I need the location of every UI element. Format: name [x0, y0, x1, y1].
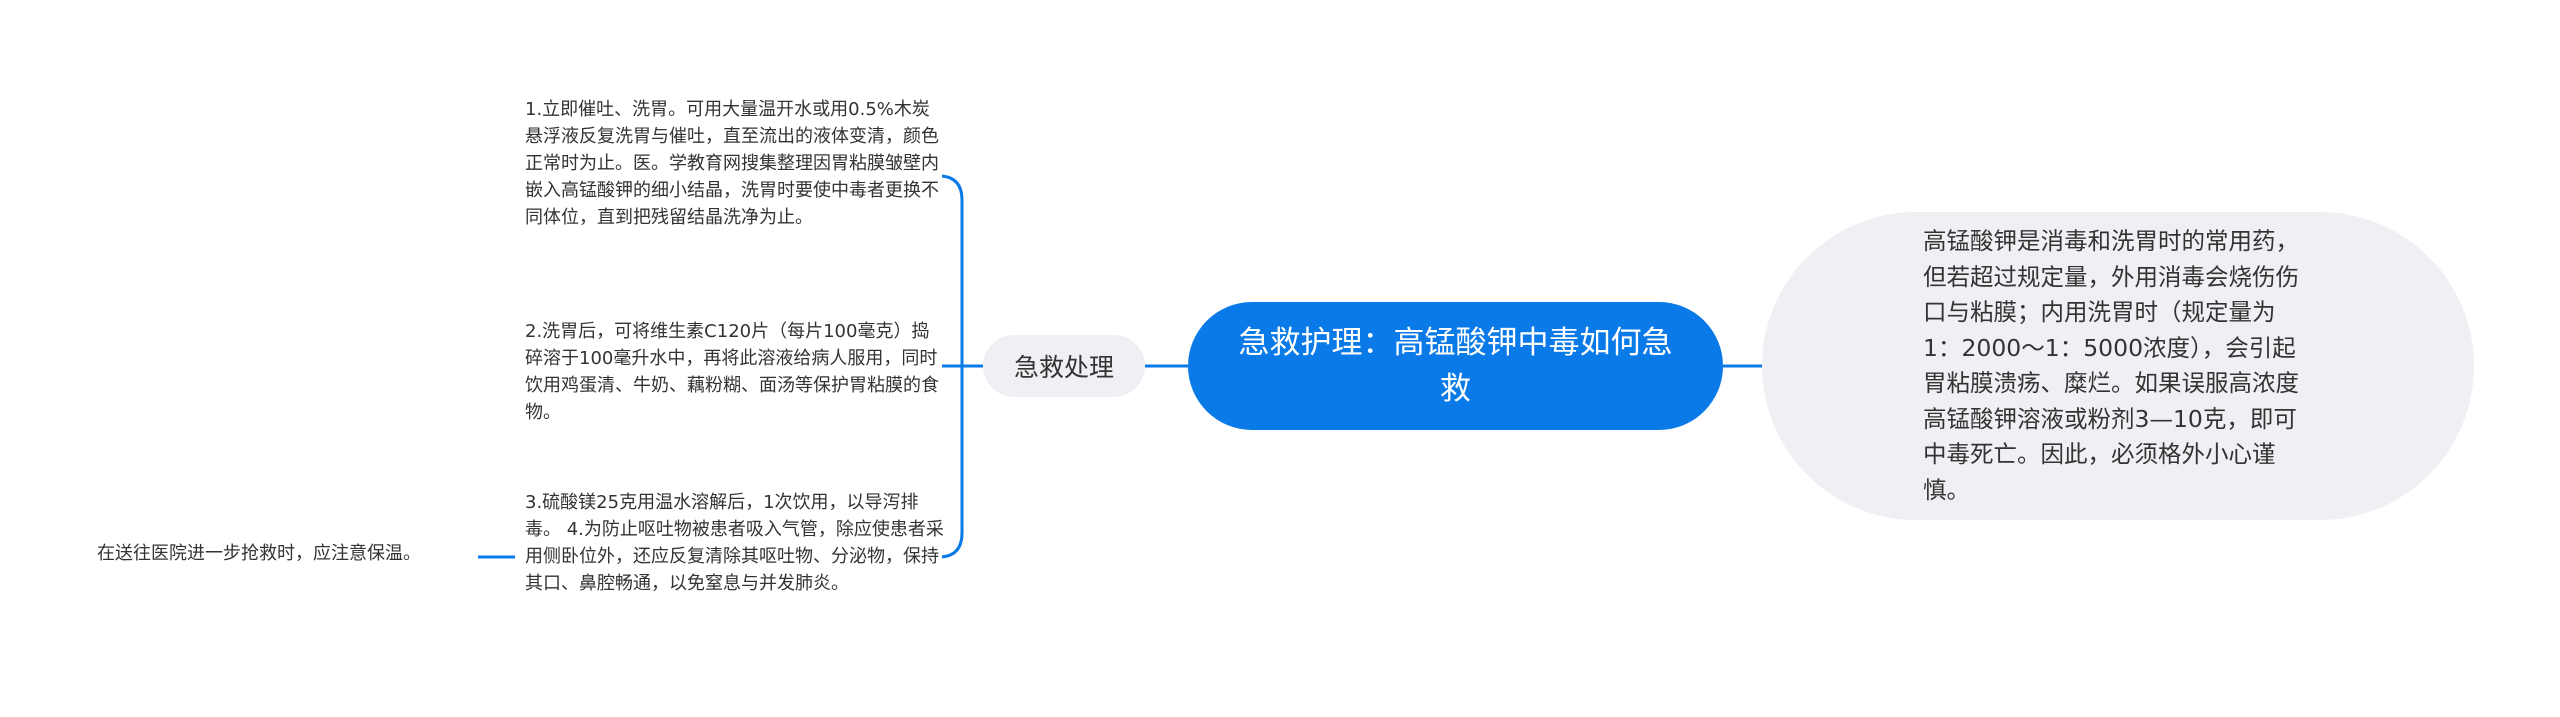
central-topic-text: 急救护理：高锰酸钾中毒如何急救 — [1238, 325, 1673, 407]
branch-first-aid[interactable]: 急救处理 — [983, 335, 1145, 397]
leaf-step-1[interactable]: 1.立即催吐、洗胃。可用大量温开水或用0.5%木炭悬浮液反复洗胃与催吐，直至流出… — [525, 99, 939, 228]
right-topic-bubble[interactable]: 高锰酸钾是消毒和洗胃时的常用药，但若超过规定量，外用消毒会烧伤伤口与粘膜；内用洗… — [1762, 212, 2474, 520]
connector-bracket-leaf1 — [941, 174, 964, 366]
right-topic-text: 高锰酸钾是消毒和洗胃时的常用药，但若超过规定量，外用消毒会烧伤伤口与粘膜；内用洗… — [1923, 227, 2299, 504]
branch-first-aid-label: 急救处理 — [1013, 353, 1114, 382]
leaf-step-3-4[interactable]: 3.硫酸镁25克用温水溶解后，1次饮用，以导泻排毒。 4.为防止呕吐物被患者吸入… — [525, 492, 944, 594]
connector-bracket-leaf3 — [941, 366, 964, 559]
leaf-step-2[interactable]: 2.洗胃后，可将维生素C120片（每片100毫克）捣碎溶于100毫升水中，再将此… — [525, 321, 939, 423]
central-topic[interactable]: 急救护理：高锰酸钾中毒如何急救 — [1188, 302, 1723, 430]
leaf-keep-warm[interactable]: 在送往医院进一步抢救时，应注意保温。 — [97, 543, 421, 564]
